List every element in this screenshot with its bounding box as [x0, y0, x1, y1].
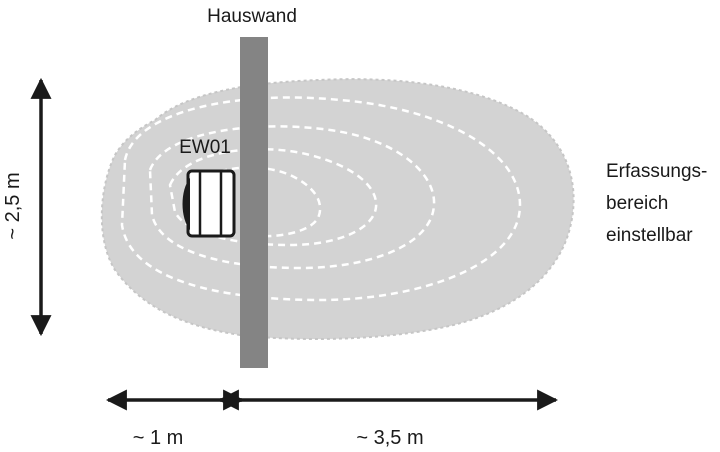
sensor-device-ew01 [182, 169, 236, 238]
house-wall [240, 37, 268, 368]
detection-area-label-line-1: Erfassungs- [606, 161, 707, 182]
detection-contour-outer [120, 96, 522, 302]
wall-label: Hauswand [207, 6, 297, 27]
detection-area-label-line-3: einstellbar [606, 225, 693, 246]
width-right-dimension-label: ~ 3,5 m [356, 427, 423, 449]
detection-zone [100, 78, 575, 341]
height-dimension-label: ~ 2,5 m [2, 172, 24, 239]
device-label: EW01 [179, 137, 231, 158]
sensor-lens [182, 178, 190, 230]
detection-area-label-line-2: bereich [606, 193, 668, 214]
width-left-dimension-label: ~ 1 m [133, 427, 184, 449]
sensor-body [186, 169, 236, 238]
